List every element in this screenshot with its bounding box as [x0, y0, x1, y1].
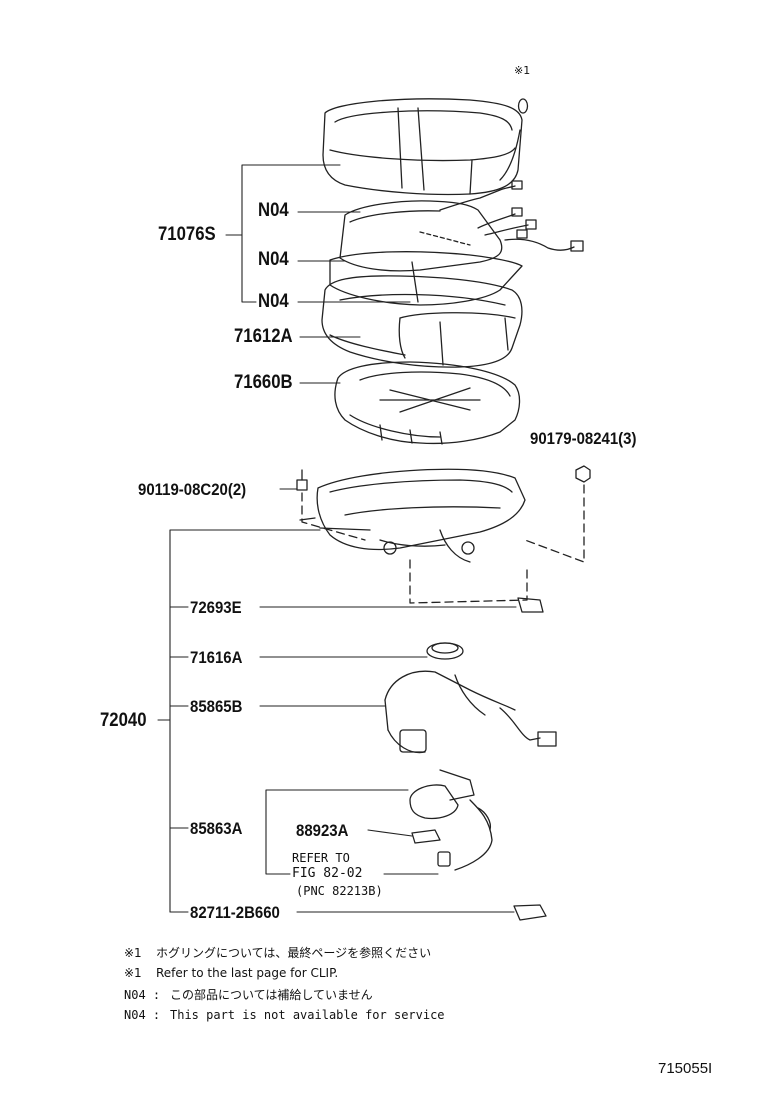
nut-90179-part: [575, 465, 591, 483]
label-90179-08241: 90179-08241(3): [530, 429, 637, 448]
label-85865B: 85865B: [190, 697, 243, 716]
footnote-text-1: ホグリングについては、最終ページを参照ください: [156, 946, 432, 960]
footnote-text-4: This part is not available for service: [170, 1008, 445, 1022]
footnote-mark-4: N04 :: [124, 1008, 161, 1022]
label-n04-c: N04: [258, 291, 289, 312]
footnote-mark-1: ※1: [124, 946, 142, 960]
label-n04-b: N04: [258, 249, 289, 270]
footnote-mark-2: ※1: [124, 966, 142, 980]
grommet-71616a-part: [426, 642, 464, 660]
label-71612A: 71612A: [234, 326, 293, 347]
footnote-text-3: この部品については補給していません: [170, 988, 373, 1002]
label-90119-08C20: 90119-08C20(2): [138, 480, 247, 499]
clip-88923a-part: [411, 829, 441, 844]
buckle-85863a-part: [409, 769, 493, 871]
label-88923A: 88923A: [296, 821, 349, 840]
seat-cushion-lower-cover-part: [329, 251, 523, 306]
seat-cushion-pad-part: [321, 275, 523, 368]
label-71616A: 71616A: [190, 648, 243, 667]
clip-82711-part: [513, 904, 547, 921]
label-71660B: 71660B: [234, 372, 293, 393]
refer-to-line: REFER TO: [292, 851, 350, 865]
clip-72693e-part: [517, 597, 544, 613]
refer-fig-line: FIG 82-02: [292, 866, 363, 881]
wire-harness-85865b-part: [384, 670, 557, 754]
label-85863A: 85863A: [190, 819, 243, 838]
label-71076S: 71076S: [158, 224, 216, 245]
footnote-mark-3: N04 :: [124, 988, 161, 1002]
seat-frame-part: [299, 468, 526, 563]
label-82711-2B660: 82711-2B660: [190, 903, 280, 922]
alignment-dashed-lines: [301, 484, 585, 604]
label-72693E: 72693E: [190, 598, 242, 617]
label-n04-a: N04: [258, 200, 289, 221]
hog-ring-clip-part: [517, 98, 529, 114]
top-footnote-mark: ※1: [514, 64, 531, 77]
refer-pnc-line: (PNC 82213B): [296, 884, 383, 898]
label-72040: 72040: [100, 710, 147, 731]
seat-cushion-foam-part: [334, 361, 521, 445]
footnote-text-2: Refer to the last page for CLIP.: [156, 966, 339, 980]
figure-id: 715055I: [658, 1060, 713, 1077]
seat-heater-part: [339, 180, 584, 272]
leader-lines: [157, 164, 517, 913]
bolt-90119-part: [296, 469, 308, 491]
seat-cover-part: [322, 98, 523, 196]
